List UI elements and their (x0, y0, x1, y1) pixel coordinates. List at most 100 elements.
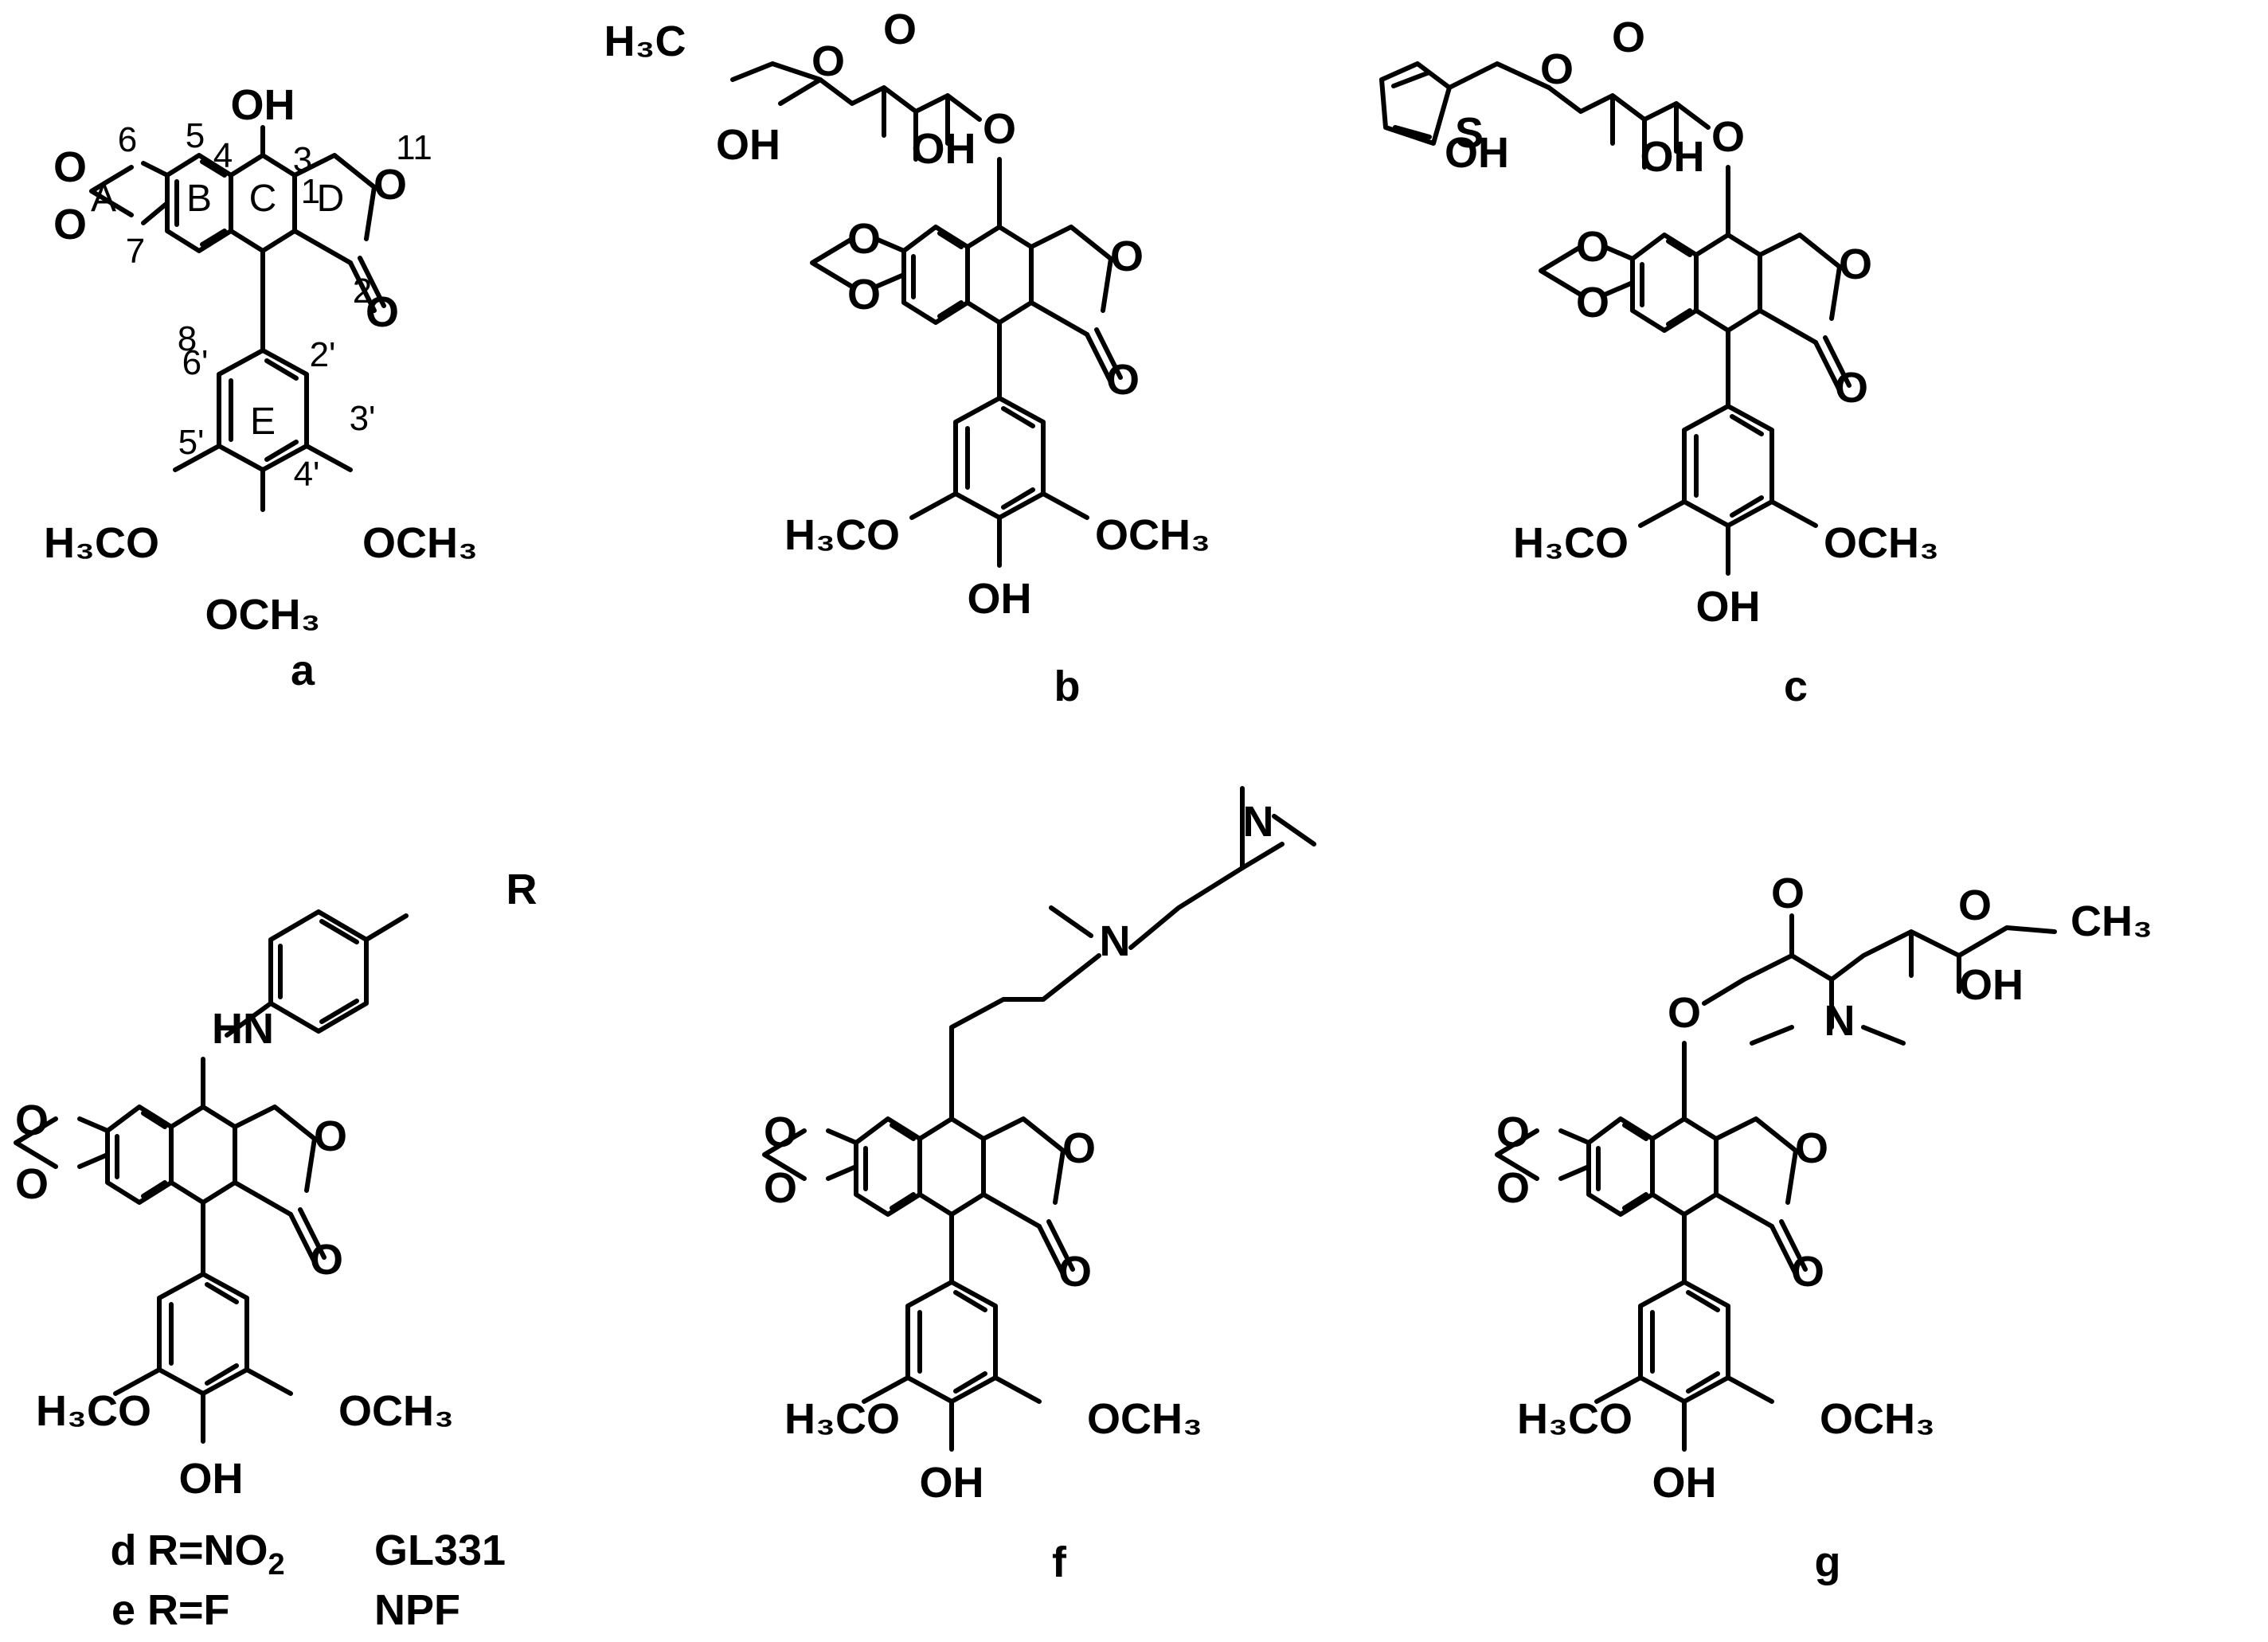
hydroxyl-label: OH (920, 1459, 984, 1507)
ring-label: B (186, 178, 212, 220)
oxygen-label: O (310, 1236, 343, 1284)
oxygen-label: O (811, 37, 845, 85)
compound-a (89, 125, 386, 512)
oxygen-label: O (373, 161, 407, 209)
oxygen-label: O (366, 288, 399, 336)
methyl-label: CH₃ (2071, 897, 2153, 945)
compound-label-d: d (111, 1527, 137, 1574)
methoxy-label: H₃CO (784, 511, 900, 559)
compound-e-substituent: R=F (147, 1586, 230, 1634)
position-number: 5 (186, 116, 205, 155)
oxygen-label: O (1110, 233, 1144, 280)
hydroxyl-label: OH (716, 121, 780, 169)
nitrogen-label: N (1824, 997, 1855, 1045)
position-number: 2 (353, 272, 372, 311)
position-number: 1 (301, 172, 320, 211)
methoxy-label: H₃CO (36, 1387, 151, 1435)
compound-label-e: e (111, 1586, 135, 1634)
compound-g (1495, 913, 2057, 1452)
methoxy-label: OCH₃ (1095, 511, 1210, 559)
methoxy-label: H₃CO (1517, 1395, 1633, 1443)
compound-f (762, 786, 1316, 1452)
hydroxyl-label: OH (912, 125, 976, 173)
hydroxyl-label: OH (968, 575, 1032, 623)
oxygen-label: O (53, 201, 87, 248)
position-number: 8 (178, 319, 197, 358)
glycosidic-oxygen-label: O (983, 105, 1016, 153)
oxygen-label: O (1839, 240, 1872, 288)
position-number: 2' (310, 335, 336, 374)
hydroxyl-label: OH (1652, 1459, 1717, 1507)
methoxy-label: H₃CO (1513, 519, 1629, 567)
position-number: 3' (350, 399, 376, 438)
compound-e-code: NPF (374, 1586, 460, 1634)
oxygen-label: O (1771, 870, 1805, 917)
oxygen-label: O (1106, 356, 1140, 404)
oxygen-label: O (1496, 1164, 1530, 1212)
oxygen-label: O (15, 1160, 49, 1208)
hydroxyl-label: OH (179, 1455, 244, 1503)
oxygen-label: O (1576, 279, 1609, 326)
oxygen-label: O (847, 271, 881, 319)
compound-c (1379, 61, 1852, 576)
methoxy-label: OCH₃ (338, 1387, 454, 1435)
hydroxyl-label: OH (231, 81, 295, 129)
position-number: 5' (178, 423, 205, 462)
sulfur-label: S (1455, 109, 1484, 157)
position-number: 6' (182, 343, 209, 382)
hydroxyl-label: OH (1640, 133, 1705, 181)
glycosidic-oxygen-label: O (1668, 989, 1701, 1037)
oxygen-label: O (1576, 223, 1609, 271)
compound-b (730, 61, 1123, 568)
nitrogen-label: N (1100, 917, 1131, 965)
ring-label: C (249, 178, 277, 220)
compound-label-b: b (1054, 663, 1081, 710)
position-number: 4' (294, 455, 320, 494)
position-number: 3 (293, 140, 312, 179)
compound-label-a: a (291, 647, 315, 694)
compound-label-c: c (1784, 663, 1808, 710)
position-number: 4 (213, 136, 233, 175)
oxygen-label: O (764, 1108, 797, 1156)
compound-label-f: f (1052, 1538, 1067, 1586)
oxygen-label: O (1496, 1108, 1530, 1156)
methyl-label: H₃C (604, 18, 686, 65)
oxygen-label: O (314, 1112, 347, 1160)
methoxy-label: OCH₃ (362, 519, 478, 567)
compound-d-e (14, 909, 409, 1444)
oxygen-label: O (1958, 882, 1992, 929)
hydroxyl-label: OH (1959, 961, 2024, 1009)
oxygen-label: O (53, 143, 87, 191)
oxygen-label: O (1835, 364, 1868, 412)
methoxy-label: OCH₃ (1087, 1395, 1202, 1443)
oxygen-label: O (883, 6, 917, 53)
oxygen-label: O (1062, 1124, 1096, 1172)
hydroxyl-label: OH (1445, 129, 1509, 177)
oxygen-label: O (764, 1164, 797, 1212)
amine-label: HN (212, 1005, 274, 1053)
methoxy-label: OCH₃ (1820, 1395, 1935, 1443)
oxygen-label: O (1058, 1248, 1092, 1296)
methoxy-label: H₃CO (784, 1395, 900, 1443)
ring-label: A (91, 178, 116, 220)
methoxy-label: OCH₃ (205, 591, 321, 639)
compound-label-g: g (1815, 1538, 1841, 1586)
compound-d-code: GL331 (374, 1527, 506, 1574)
oxygen-label: O (1791, 1248, 1824, 1296)
position-number: 7 (126, 232, 145, 271)
substituent-r-label: R (506, 866, 538, 913)
position-number: 11 (396, 128, 432, 167)
nitrogen-label: N (1243, 798, 1274, 846)
methoxy-label: OCH₃ (1824, 519, 1939, 567)
compound-d-substituent: R=NO2 (147, 1527, 285, 1581)
oxygen-label: O (1540, 45, 1574, 93)
oxygen-label: O (1612, 14, 1645, 61)
oxygen-label: O (15, 1097, 49, 1144)
position-number: 6 (118, 120, 137, 159)
oxygen-label: O (1795, 1124, 1828, 1172)
glycosidic-oxygen-label: O (1711, 113, 1745, 161)
ring-label: D (317, 178, 345, 220)
